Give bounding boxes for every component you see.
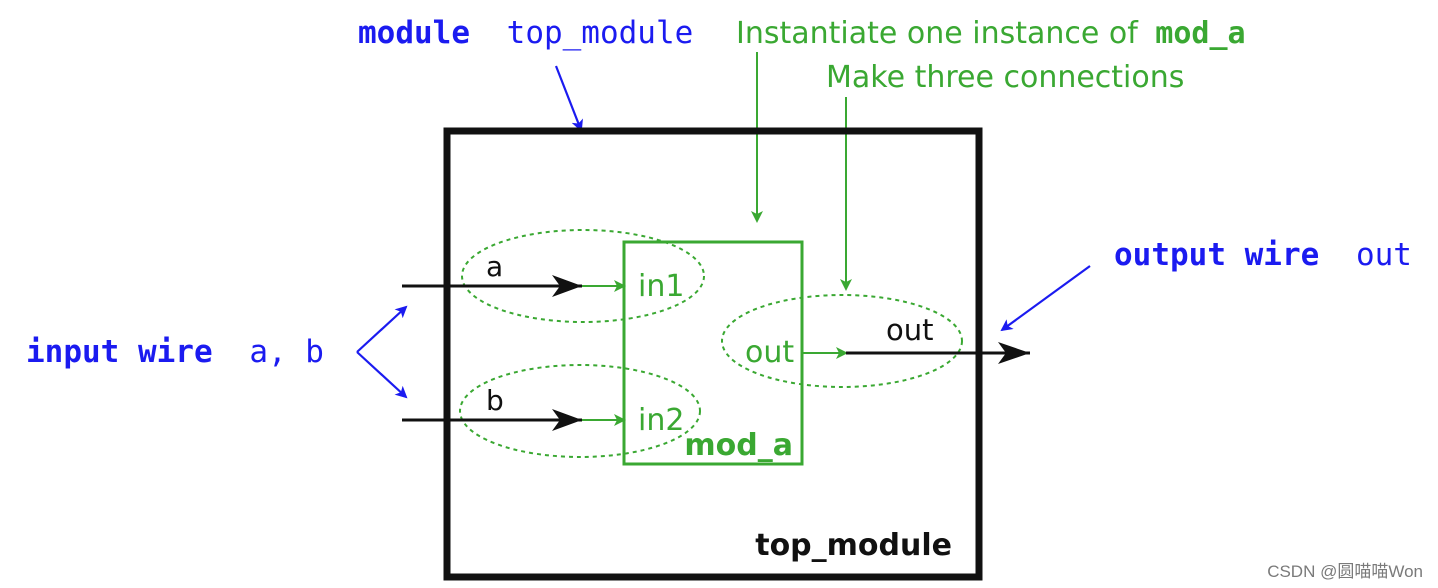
module-header: module top_module: [358, 15, 693, 51]
instantiate-label: Instantiate one instance of mod_a: [736, 16, 1246, 51]
wire-out-label: out: [886, 313, 934, 347]
wire-b-arrowhead: [552, 409, 582, 431]
input-declaration: input wire a, b: [26, 334, 324, 370]
watermark-text: CSDN @圆喵喵Won: [1267, 562, 1423, 581]
top-module-label: top_module: [755, 528, 952, 563]
input-keywords: input wire: [26, 334, 213, 370]
wire-b-label: b: [486, 384, 504, 417]
in1-port-label: in1: [638, 269, 684, 304]
connection-out-ellipse: [721, 294, 963, 388]
output-declaration: output wire out: [1114, 237, 1412, 273]
output-name: out: [1356, 237, 1412, 273]
instantiate-prefix: Instantiate one instance of: [736, 16, 1139, 51]
connections-note: Make three connections: [826, 60, 1184, 95]
connection-b-ellipse: [459, 364, 701, 458]
input-b-pointer-arrow: [356, 351, 408, 399]
out-port-label: out: [745, 335, 794, 370]
instantiate-target: mod_a: [1155, 16, 1245, 51]
wire-a-label: a: [486, 250, 503, 283]
in2-port-label: in2: [638, 403, 684, 438]
connection-a-ellipse: [461, 229, 705, 323]
wire-out-arrowhead: [998, 342, 1030, 364]
module-name: top_module: [507, 15, 694, 51]
module-pointer-arrow: [554, 65, 583, 132]
mod-a-label: mod_a: [684, 428, 793, 463]
module-keyword: module: [358, 15, 470, 51]
input-names: a, b: [249, 334, 324, 370]
wire-a-arrowhead: [552, 275, 582, 297]
output-keywords: output wire: [1114, 237, 1319, 273]
input-a-pointer-arrow: [356, 305, 408, 353]
output-pointer-arrow: [1000, 265, 1091, 332]
